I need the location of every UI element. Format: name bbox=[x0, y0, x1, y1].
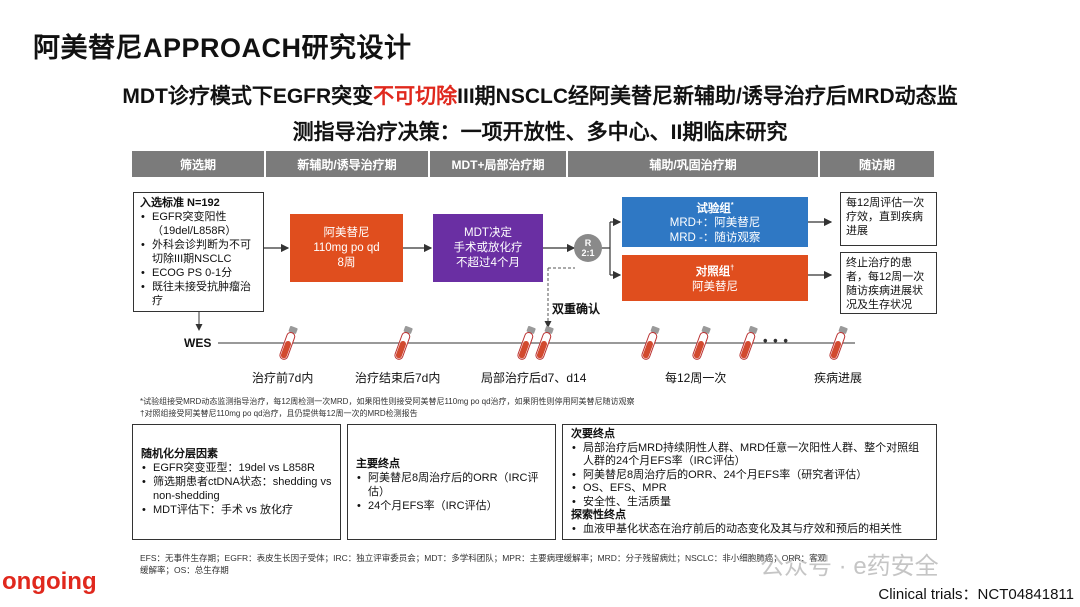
stratification-item: MDT评估下：手术 vs 放化疗 bbox=[142, 503, 332, 517]
randomization-label: R bbox=[584, 238, 592, 248]
inclusion-item: ECOG PS 0-1分 bbox=[141, 266, 257, 280]
abbreviations-line-1: EFS：无事件生存期；EGFR：表皮生长因子受体；IRC：独立评审委员会；MDT… bbox=[140, 553, 827, 563]
drug-dose: 110mg po qd bbox=[313, 241, 380, 254]
experimental-arm-box: 试验组* MRD+：阿美替尼 MRD -：随访观察 bbox=[622, 197, 808, 247]
stratification-item: EGFR突变亚型：19del vs L858R bbox=[142, 461, 332, 475]
blood-tube-icon bbox=[692, 325, 711, 360]
experimental-arm-title-row: 试验组* bbox=[696, 198, 733, 217]
blood-tube-icon bbox=[279, 325, 298, 360]
primary-endpoint-item: 阿美替尼8周治疗后的ORR（IRC评估） bbox=[357, 471, 547, 499]
secondary-endpoint-item: 安全性、生活质量 bbox=[572, 496, 928, 510]
footnote-experimental: *试验组接受MRD动态监测指导治疗，每12周检测一次MRD，如果阳性则接受阿美替… bbox=[140, 397, 635, 406]
timepoint-label: 每12周一次 bbox=[665, 371, 727, 385]
subtitle-part: III期NSCLC经阿美替尼新辅助/诱导治疗后MRD动态监 bbox=[457, 85, 958, 108]
watermark-text: 公众号 · e药安全 bbox=[760, 553, 939, 580]
secondary-endpoint-item: OS、EFS、MPR bbox=[572, 482, 928, 496]
secondary-endpoints-title: 次要终点 bbox=[571, 428, 615, 440]
followup-box-2: 终止治疗的患者，每12周一次随访疾病进展状况及生存状况 bbox=[840, 252, 937, 314]
stratification-item: 筛选期患者ctDNA状态：shedding vs non-shedding bbox=[142, 475, 332, 503]
inclusion-item: EGFR突变阳性（19del/L858R） bbox=[141, 210, 257, 238]
mdt-line: 不超过4个月 bbox=[456, 256, 520, 269]
control-arm-line: 阿美替尼 bbox=[692, 280, 738, 293]
phase-followup: 随访期 bbox=[820, 151, 934, 177]
inclusion-item: 外科会诊判断为不可切除III期NSCLC bbox=[141, 238, 257, 266]
footnote-mark: * bbox=[730, 201, 734, 209]
ellipsis-dots: • • • bbox=[763, 333, 789, 348]
timepoint-label: 治疗结束后7d内 bbox=[355, 371, 441, 385]
phase-mdt-local: MDT+局部治疗期 bbox=[430, 151, 566, 177]
stratification-title: 随机化分层因素 bbox=[141, 448, 218, 460]
phase-neoadjuvant: 新辅助/诱导治疗期 bbox=[266, 151, 428, 177]
footnote-control: †对照组接受阿美替尼110mg po qd治疗，且仍提供每12周一次的MRD检测… bbox=[140, 409, 418, 418]
blood-tube-icon bbox=[517, 325, 536, 360]
secondary-endpoint-item: 阿美替尼8周治疗后的ORR、24个月EFS率（研究者评估） bbox=[572, 469, 928, 483]
drug-duration: 8周 bbox=[337, 256, 356, 269]
subtitle-line-1: MDT诊疗模式下EGFR突变不可切除III期NSCLC经阿美替尼新辅助/诱导治疗… bbox=[0, 80, 1080, 110]
primary-endpoint-item: 24个月EFS率（IRC评估） bbox=[357, 499, 547, 513]
blood-tube-icon bbox=[641, 325, 660, 360]
timepoint-label: 疾病进展 bbox=[814, 371, 863, 385]
trial-id: Clinical trials：NCT04841811 bbox=[878, 586, 1074, 603]
slide-title: 阿美替尼APPROACH研究设计 bbox=[33, 33, 412, 63]
control-arm-title-row: 对照组† bbox=[696, 261, 734, 280]
exploratory-endpoints-title: 探索性终点 bbox=[571, 509, 626, 521]
experimental-arm-line: MRD -：随访观察 bbox=[669, 232, 761, 245]
timepoint-label: 治疗前7d内 bbox=[252, 371, 314, 385]
blood-tube-icon bbox=[739, 325, 758, 360]
secondary-endpoints-panel: 次要终点 局部治疗后MRD持续阴性人群、MRD任意一次阳性人群、整个对照组人群的… bbox=[562, 424, 937, 540]
drug-name: 阿美替尼 bbox=[323, 226, 370, 239]
control-arm-title: 对照组 bbox=[695, 265, 731, 278]
amivantinib-induction-box: 阿美替尼 110mg po qd 8周 bbox=[290, 214, 403, 282]
stratification-panel: 随机化分层因素 EGFR突变亚型：19del vs L858R 筛选期患者ctD… bbox=[132, 424, 341, 540]
inclusion-criteria-box: 入选标准 N=192 EGFR突变阳性（19del/L858R） 外科会诊判断为… bbox=[133, 192, 264, 312]
subtitle-part: MDT诊疗模式下EGFR突变 bbox=[122, 85, 374, 108]
experimental-arm-line: MRD+：阿美替尼 bbox=[669, 217, 761, 230]
inclusion-title: 入选标准 N=192 bbox=[140, 197, 220, 209]
mdt-decision-box: MDT决定 手术或放化疗 不超过4个月 bbox=[433, 214, 543, 282]
blood-tube-icon bbox=[535, 325, 554, 360]
randomization-circle: R 2:1 bbox=[574, 234, 602, 262]
timepoint-label: 局部治疗后d7、d14 bbox=[481, 371, 587, 385]
footnote-mark: † bbox=[730, 265, 735, 273]
exploratory-endpoint-item: 血液甲基化状态在治疗前后的动态变化及其与疗效和预后的相关性 bbox=[572, 523, 928, 537]
wes-label: WES bbox=[184, 336, 212, 350]
phase-adjuvant: 辅助/巩固治疗期 bbox=[568, 151, 818, 177]
double-confirm-label: 双重确认 bbox=[552, 302, 601, 316]
randomization-ratio: 2:1 bbox=[581, 248, 595, 258]
secondary-endpoint-item: 局部治疗后MRD持续阴性人群、MRD任意一次阳性人群、整个对照组人群的24个月E… bbox=[572, 442, 928, 469]
mdt-line: MDT决定 bbox=[464, 226, 512, 239]
blood-tube-icon bbox=[394, 325, 413, 360]
inclusion-item: 既往未接受抗肿瘤治疗 bbox=[141, 280, 257, 308]
blood-tube-icon bbox=[829, 325, 848, 360]
subtitle-highlight: 不可切除 bbox=[373, 85, 458, 108]
phase-screening: 筛选期 bbox=[132, 151, 264, 177]
control-arm-box: 对照组† 阿美替尼 bbox=[622, 255, 808, 301]
mdt-line: 手术或放化疗 bbox=[453, 241, 523, 254]
primary-endpoints-panel: 主要终点 阿美替尼8周治疗后的ORR（IRC评估） 24个月EFS率（IRC评估… bbox=[347, 424, 556, 540]
status-label: ongoing bbox=[2, 568, 97, 595]
subtitle-line-2: 测指导治疗决策：一项开放性、多中心、II期临床研究 bbox=[292, 121, 788, 144]
primary-endpoints-title: 主要终点 bbox=[356, 458, 400, 470]
followup-box-1: 每12周评估一次疗效，直到疾病进展 bbox=[840, 192, 937, 246]
abbreviations-line-2: 缓解率；OS：总生存期 bbox=[140, 565, 229, 575]
experimental-arm-title: 试验组 bbox=[696, 202, 731, 215]
